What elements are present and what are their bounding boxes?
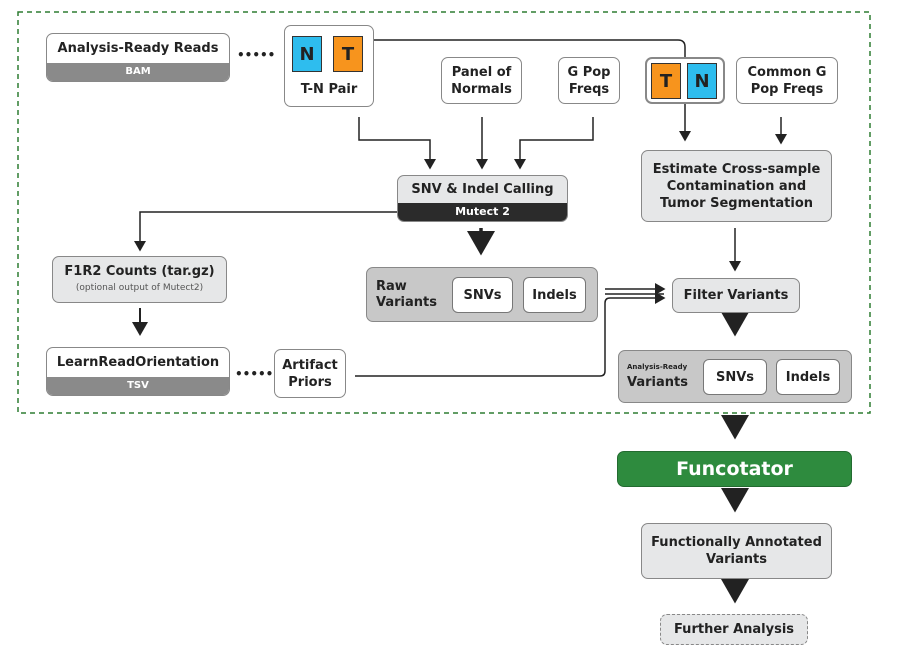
annotated-label: Functionally Annotated Variants xyxy=(651,535,822,567)
common-gpop-freqs-node: Common G Pop Freqs xyxy=(736,57,838,104)
priors-label: Artifact Priors xyxy=(282,357,338,390)
artifact-priors-node: Artifact Priors xyxy=(274,349,346,398)
f1r2-note: (optional output of Mutect2) xyxy=(75,282,204,293)
connector-tn-to-estimate xyxy=(374,39,691,142)
connector-gpop-to-calling xyxy=(514,117,594,170)
ready-small-label: Analysis-Ready xyxy=(627,363,688,371)
raw-variants-group: Raw Variants SNVs Indels xyxy=(366,267,598,322)
tn-pair-2-node: T N xyxy=(645,57,725,104)
panel-of-normals-node: Panel of Normals xyxy=(441,57,522,104)
funcotator-node: Funcotator xyxy=(617,451,852,487)
estimate-label: Estimate Cross-sample Contamination and … xyxy=(652,161,821,211)
common-gpop-label: Common G Pop Freqs xyxy=(747,64,827,97)
f1r2-counts-node: F1R2 Counts (tar.gz) (optional output of… xyxy=(52,256,227,303)
tn-pair-label: T-N Pair xyxy=(300,82,358,97)
estimate-contamination-node: Estimate Cross-sample Contamination and … xyxy=(641,150,832,222)
normal-sample-icon: N xyxy=(687,63,717,99)
f1r2-label: F1R2 Counts (tar.gz) xyxy=(64,263,215,279)
ready-variants-label: Variants xyxy=(627,375,688,390)
normal-sample-icon: N xyxy=(292,36,322,72)
learn-read-orientation-node: LearnReadOrientation TSV xyxy=(46,347,230,396)
connector-tn-to-calling xyxy=(358,117,436,170)
dotted-link: ••••• xyxy=(235,367,274,381)
funcotator-label: Funcotator xyxy=(676,457,793,480)
raw-variants-label: Raw Variants xyxy=(376,279,437,310)
annotated-variants-node: Functionally Annotated Variants xyxy=(641,523,832,579)
further-label: Further Analysis xyxy=(673,622,795,637)
connector-calling-to-f1r2 xyxy=(134,211,397,252)
lro-label: LearnReadOrientation xyxy=(56,355,220,370)
analysis-ready-reads-node: Analysis-Ready Reads BAM xyxy=(46,33,230,82)
gpop-label: G Pop Freqs xyxy=(567,64,611,97)
pon-label: Panel of Normals xyxy=(451,64,512,97)
filter-label: Filter Variants xyxy=(683,288,789,303)
tumor-sample-icon: T xyxy=(333,36,363,72)
filter-variants-node: Filter Variants xyxy=(672,278,800,313)
lro-format: TSV xyxy=(47,377,229,395)
ready-indels: Indels xyxy=(776,359,840,395)
calling-label: SNV & Indel Calling xyxy=(411,182,554,197)
dotted-link: ••••• xyxy=(237,48,276,62)
workflow-frame xyxy=(17,11,871,414)
connector-priors-to-filter xyxy=(355,292,666,377)
analysis-ready-variants-group: Analysis-Ready Variants SNVs Indels xyxy=(618,350,852,403)
further-analysis-node: Further Analysis xyxy=(660,614,808,645)
reads-label: Analysis-Ready Reads xyxy=(57,41,219,56)
raw-snvs: SNVs xyxy=(452,277,513,313)
reads-format: BAM xyxy=(47,63,229,81)
gpop-freqs-node: G Pop Freqs xyxy=(558,57,620,104)
calling-tool: Mutect 2 xyxy=(398,203,567,221)
tn-pair-node: N T T-N Pair xyxy=(284,25,374,107)
snv-indel-calling-node: SNV & Indel Calling Mutect 2 xyxy=(397,175,568,222)
tumor-sample-icon: T xyxy=(651,63,681,99)
ready-snvs: SNVs xyxy=(703,359,767,395)
raw-indels: Indels xyxy=(523,277,586,313)
